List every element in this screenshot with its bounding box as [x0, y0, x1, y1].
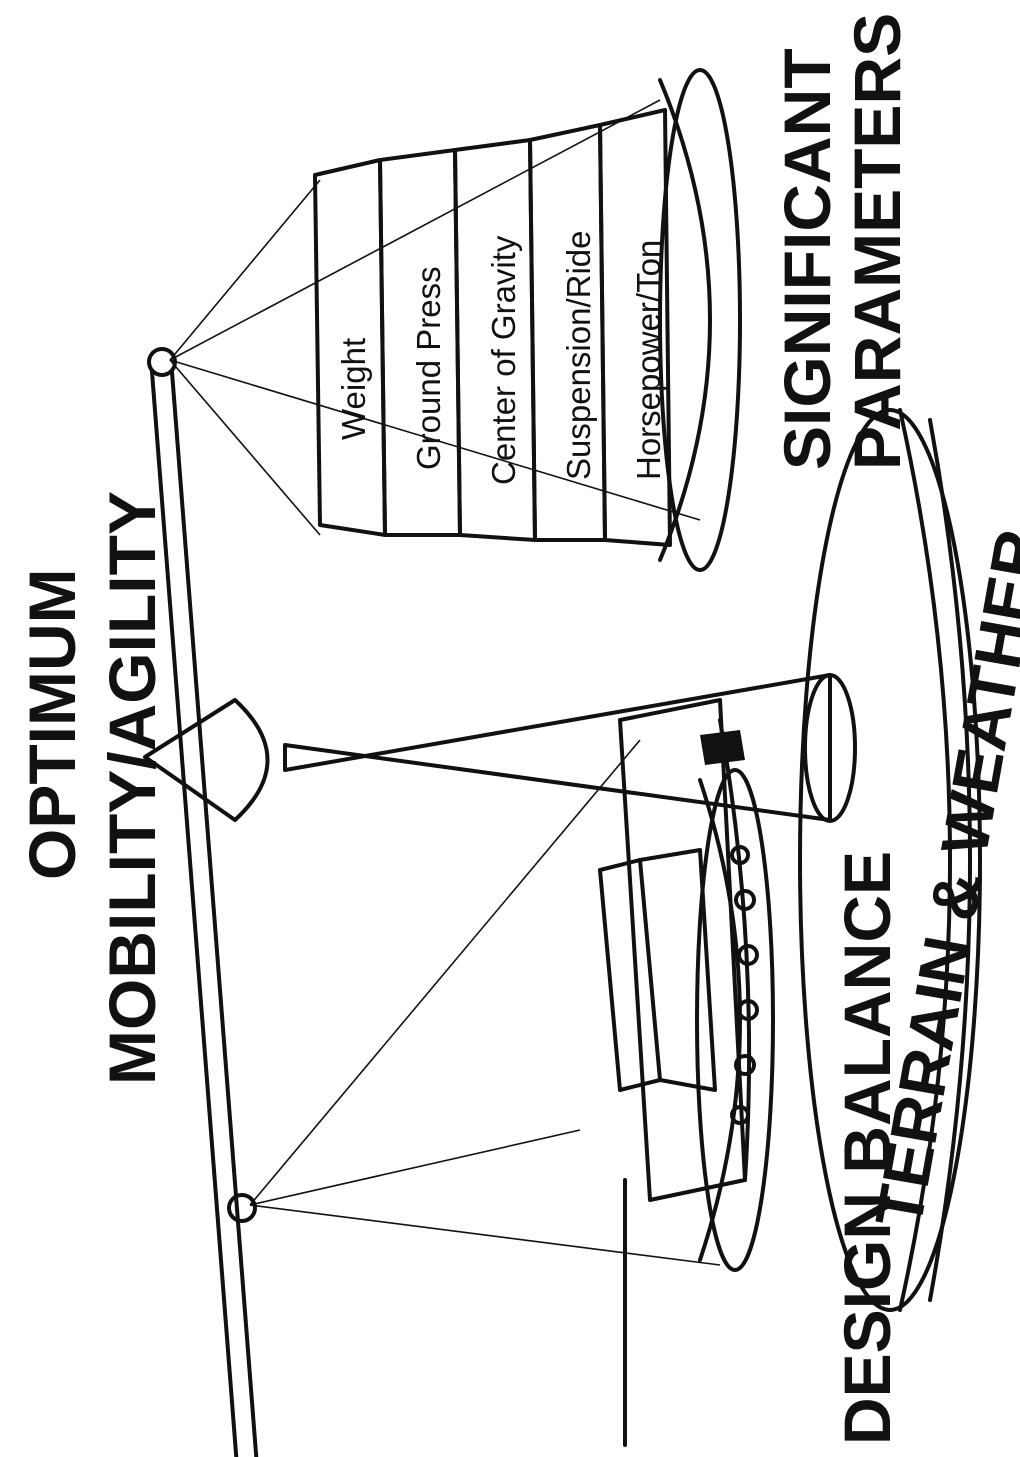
scale-pivot	[143, 698, 270, 822]
scale-column	[283, 673, 857, 823]
scale-beam	[147, 347, 259, 1457]
parameter-stack	[313, 108, 672, 547]
parameter-ground-press: Ground Press	[410, 266, 447, 470]
right-pan	[169, 68, 742, 572]
parameter-suspension-ride: Suspension/Ride	[560, 231, 597, 481]
parameter-center-of-gravity: Center of Gravity	[485, 235, 522, 485]
title-line-2: MOBILITY/AGILITY	[95, 491, 169, 1085]
tank-icon	[598, 698, 759, 1447]
scale-base	[798, 408, 982, 1312]
parameter-horsepower-ton: Horsepower/Ton	[630, 240, 667, 480]
parameter-weight: Weight	[335, 338, 372, 440]
design-balance-label: DESIGN BALANCE	[830, 851, 904, 1445]
left-pan	[249, 739, 775, 1272]
significant-label: SIGNIFICANT	[770, 48, 844, 470]
parameters-label: PARAMETERS	[840, 13, 914, 470]
title-line-1: OPTIMUM	[15, 568, 89, 880]
